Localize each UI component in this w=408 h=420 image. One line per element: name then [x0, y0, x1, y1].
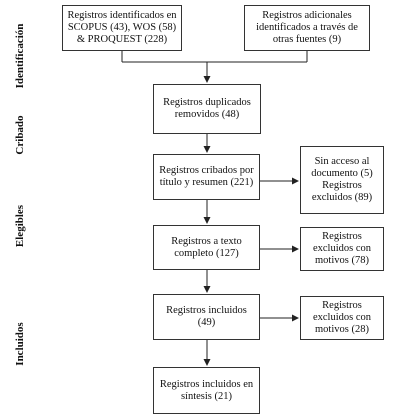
box-records-included-text: Registros incluidos (49) [166, 305, 247, 328]
box-full-text-excluded: Registros excluidos con motivos (78) [300, 227, 384, 271]
box-additional-records: Registros adicionales identificados a tr… [244, 5, 370, 51]
box-included-excluded: Registros excluidos con motivos (28) [300, 296, 384, 340]
phase-label-elegibles: Elegibles [14, 204, 26, 248]
box-full-text: Registros a texto completo (127) [153, 225, 260, 270]
box-records-included: Registros incluidos (49) [153, 294, 260, 340]
phase-label-cribado: Cribado [14, 115, 26, 155]
box-included-excluded-text: Registros excluidos con motivos (28) [312, 300, 372, 335]
box-records-screened: Registros cribados por título y resumen … [153, 154, 260, 200]
phase-label-incluidos: Incluidos [14, 322, 26, 366]
box-full-text-excluded-text: Registros excluidos con motivos (78) [312, 231, 372, 266]
box-screened-excluded-line1: Sin acceso al documento (5) [311, 156, 373, 179]
box-records-screened-text: Registros cribados por título y resumen … [159, 165, 254, 188]
box-records-identified-text: Registros identificados en SCOPUS (43), … [67, 10, 177, 45]
box-synthesis-text: Registros incluidos en síntesis (21) [159, 378, 254, 402]
box-duplicates-removed-text: Registros duplicados removidos (48) [163, 97, 251, 120]
box-screened-excluded-line2: Registros excluidos (89) [311, 180, 373, 203]
box-screened-excluded: Sin acceso al documento (5) Registros ex… [300, 146, 384, 214]
box-synthesis: Registros incluidos en síntesis (21) [153, 367, 260, 414]
phase-label-identificacion: Identificación [14, 23, 26, 89]
box-full-text-text: Registros a texto completo (127) [171, 235, 242, 259]
box-duplicates-removed: Registros duplicados removidos (48) [153, 84, 261, 134]
box-records-identified: Registros identificados en SCOPUS (43), … [62, 5, 182, 51]
box-additional-records-text: Registros adicionales identificados a tr… [256, 10, 358, 45]
